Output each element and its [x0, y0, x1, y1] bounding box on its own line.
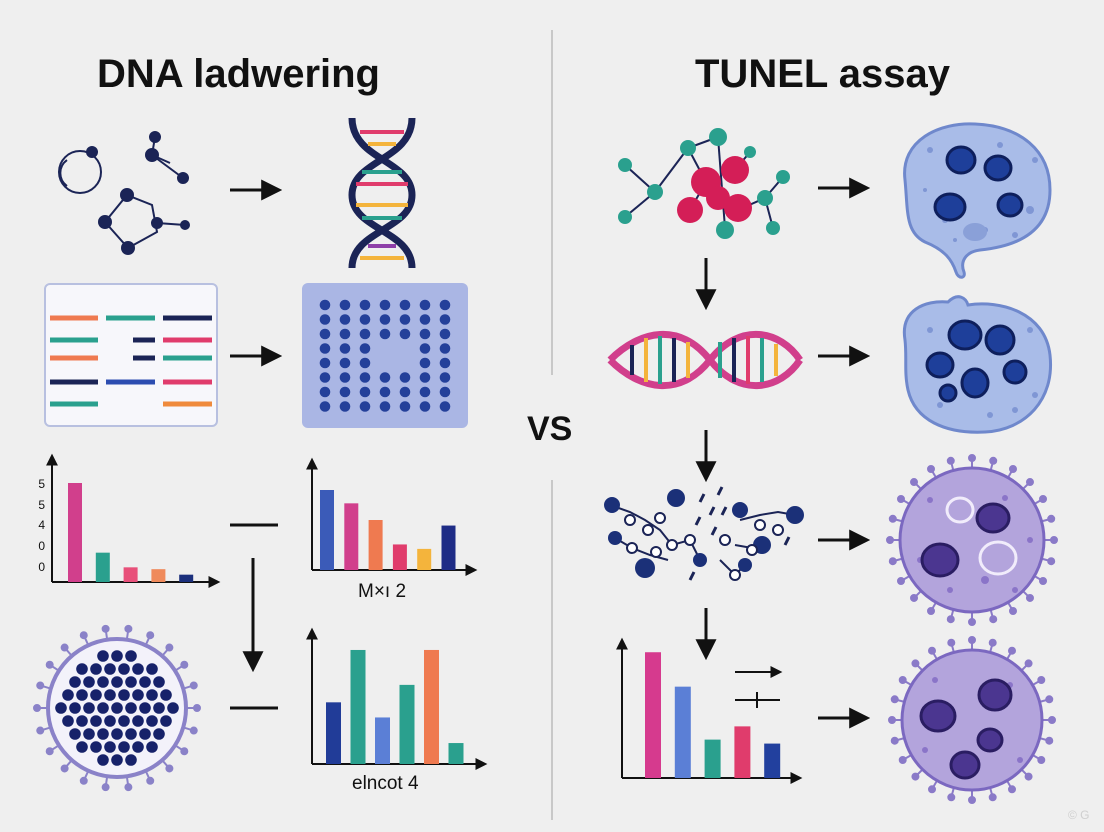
bar-chart-a: 5 5 4 0 0	[38, 453, 221, 588]
bar	[645, 652, 661, 778]
y-tick-label: 0	[38, 539, 45, 553]
bar-chart-b	[306, 457, 478, 576]
bar	[375, 717, 390, 764]
bar	[424, 649, 439, 764]
healthy-cell-icon	[903, 122, 1052, 279]
bar	[441, 525, 456, 570]
gel-electrophoresis-panel	[44, 283, 218, 427]
shrinking-cell-icon	[902, 295, 1053, 434]
bar	[320, 490, 334, 570]
right-title: TUNEL assay	[695, 52, 950, 96]
molecule-icons	[58, 131, 190, 255]
dot-grid-panel	[302, 283, 468, 428]
late-apoptotic-cell-icon	[888, 636, 1056, 804]
bar	[326, 702, 341, 764]
bar	[674, 686, 691, 778]
bar	[764, 743, 781, 778]
watermark: © G	[1068, 808, 1090, 822]
bar-chart-d	[616, 637, 803, 784]
bar	[368, 520, 383, 570]
y-tick-label: 4	[38, 518, 45, 532]
bar	[95, 552, 110, 582]
dna-double-helix-icon	[607, 331, 803, 389]
bar	[448, 743, 464, 764]
bar	[392, 544, 407, 570]
bar	[344, 503, 359, 570]
dna-helix-icon	[348, 117, 416, 269]
bar-chart-c	[306, 627, 488, 770]
bar	[179, 574, 194, 582]
bar	[734, 726, 751, 778]
bar	[350, 649, 366, 764]
bar	[68, 483, 82, 582]
chart-c-label: elncot 4	[352, 773, 419, 794]
fragmented-dna-icon	[604, 486, 804, 581]
bar	[123, 567, 138, 582]
cell-with-nuclei-icon	[33, 624, 201, 792]
vs-label: VS	[527, 410, 573, 448]
chart-b-label: M×ı 2	[358, 581, 407, 602]
molecule-cluster-icon	[618, 128, 790, 239]
y-tick-label: 5	[38, 498, 45, 512]
left-title: DNA ladwering	[97, 52, 380, 96]
apoptotic-cell-icon	[886, 454, 1058, 626]
bar	[399, 684, 415, 764]
bar	[704, 739, 721, 778]
bar	[417, 548, 432, 570]
bar	[151, 569, 166, 582]
y-tick-label: 5	[38, 477, 45, 491]
y-tick-label: 0	[38, 560, 45, 574]
